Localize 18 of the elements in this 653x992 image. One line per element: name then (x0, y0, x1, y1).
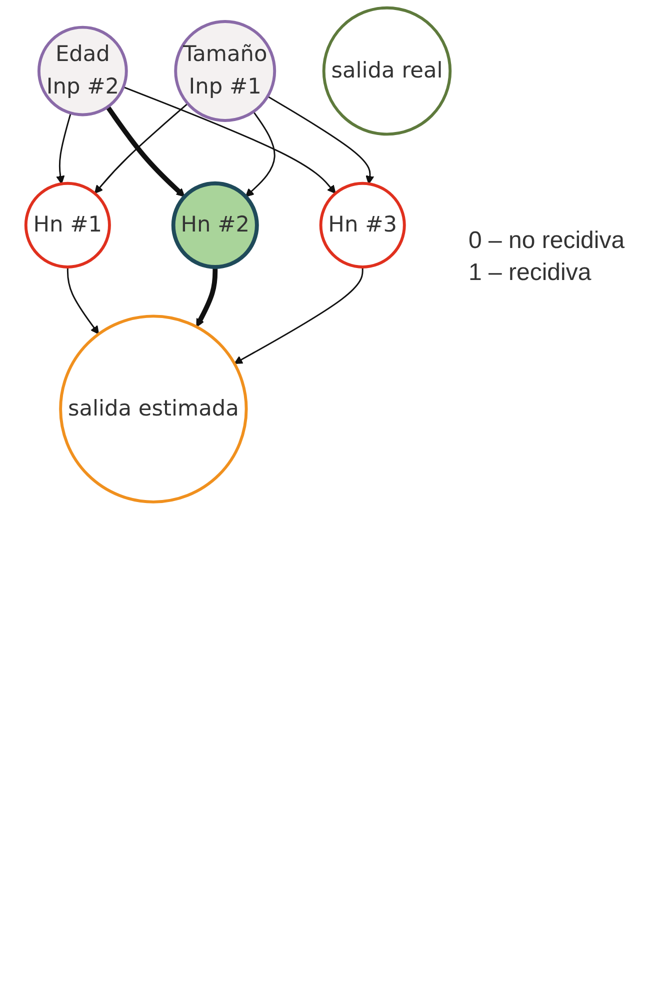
node-circle: Hn #3 (320, 182, 406, 268)
arrow (196, 266, 218, 328)
legend-note: 1 – recidiva (468, 259, 592, 288)
arrow (106, 105, 186, 198)
node-circle: Hn #2 (172, 181, 260, 269)
arrow (56, 112, 72, 184)
node-circle: Tamaño Inp #1 (174, 20, 277, 122)
arrow (94, 102, 189, 194)
arrow (234, 266, 364, 364)
node-circle: Edad Inp #2 (38, 26, 128, 116)
legend-note: 0 – no recidiva (468, 227, 625, 256)
arrow (124, 86, 336, 194)
arrow (268, 96, 375, 184)
arrow (67, 266, 100, 334)
arrow (246, 111, 276, 198)
node-circle: Hn #1 (24, 182, 112, 268)
node-circle: salida real (322, 6, 452, 136)
node-circle: salida estimada (60, 314, 248, 504)
